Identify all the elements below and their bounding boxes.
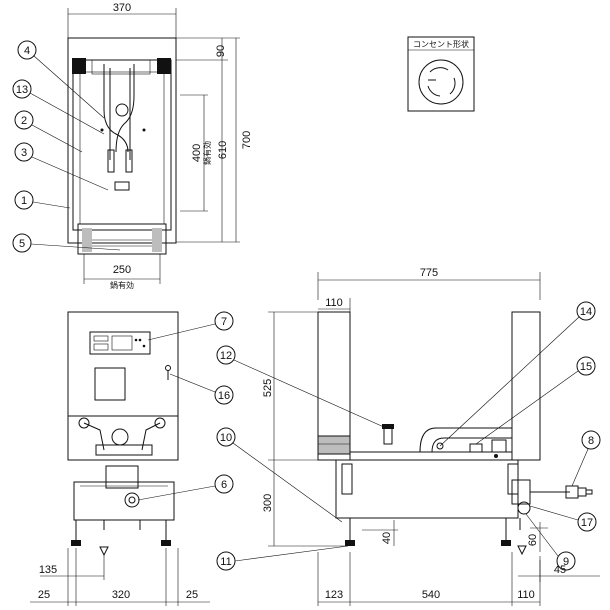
dim-top-250: 250 <box>113 264 131 276</box>
dim-side-300: 300 <box>262 494 274 512</box>
svg-text:3: 3 <box>21 147 27 159</box>
callout-17: 17 <box>529 505 597 532</box>
svg-text:1: 1 <box>21 195 27 207</box>
callout-5: 5 <box>12 233 121 253</box>
callout-10: 10 <box>216 427 343 523</box>
dim-side-60: 60 <box>527 534 539 546</box>
callout-4: 4 <box>17 40 105 119</box>
svg-text:5: 5 <box>19 238 25 250</box>
front-view: 135 25 320 25 7 16 6 <box>30 311 234 606</box>
outlet-label: コンセント形状 <box>413 39 469 49</box>
svg-text:17: 17 <box>581 517 593 529</box>
callout-16: 16 <box>169 373 234 405</box>
dim-front-320: 320 <box>112 589 130 601</box>
dim-top-400-note: 鍋有効 <box>202 141 212 165</box>
dim-top-width: 370 <box>113 2 131 14</box>
svg-text:8: 8 <box>588 435 594 447</box>
dim-side-540: 540 <box>422 589 440 601</box>
svg-text:4: 4 <box>24 45 30 57</box>
svg-text:12: 12 <box>220 350 232 362</box>
callout-11: 11 <box>216 545 349 571</box>
callout-1: 1 <box>14 190 71 210</box>
svg-text:14: 14 <box>580 306 592 318</box>
dim-side-775: 775 <box>420 267 438 279</box>
side-view: 775 110 <box>216 267 601 606</box>
callout-15: 15 <box>475 356 596 445</box>
dim-side-525: 525 <box>262 379 274 397</box>
dim-top-400: 400 <box>191 144 203 162</box>
dim-top-610: 610 <box>217 141 229 159</box>
dim-top-250-note: 鍋有効 <box>110 280 134 290</box>
dim-side-110-bottom: 110 <box>517 589 535 601</box>
svg-text:9: 9 <box>563 556 569 568</box>
callout-7: 7 <box>147 311 234 341</box>
dim-side-123: 123 <box>325 589 343 601</box>
dim-side-45: 45 <box>554 564 566 576</box>
dim-side-110-top: 110 <box>325 297 343 309</box>
callout-3: 3 <box>14 142 109 191</box>
dim-top-90: 90 <box>215 45 227 57</box>
svg-text:6: 6 <box>221 479 227 491</box>
svg-text:16: 16 <box>218 390 230 402</box>
outlet-shape: コンセント形状 <box>407 36 475 112</box>
svg-text:11: 11 <box>220 556 231 568</box>
callout-12: 12 <box>216 345 387 429</box>
svg-text:13: 13 <box>16 84 28 96</box>
callout-6: 6 <box>137 474 234 501</box>
callout-2: 2 <box>14 110 83 153</box>
svg-text:10: 10 <box>220 432 232 444</box>
callout-14: 14 <box>439 301 596 447</box>
dim-top-700: 700 <box>241 131 253 149</box>
svg-text:2: 2 <box>21 115 27 127</box>
callout-8: 8 <box>571 430 601 487</box>
top-view: 370 90 400 鍋有効 <box>12 2 253 290</box>
dim-front-135: 135 <box>39 564 57 576</box>
dim-front-25-left: 25 <box>38 589 50 601</box>
svg-text:15: 15 <box>580 361 592 373</box>
dim-side-40: 40 <box>381 532 393 544</box>
callout-9: 9 <box>525 513 576 571</box>
callout-13: 13 <box>12 79 105 135</box>
svg-text:7: 7 <box>221 316 227 328</box>
dim-front-25-right: 25 <box>186 589 198 601</box>
